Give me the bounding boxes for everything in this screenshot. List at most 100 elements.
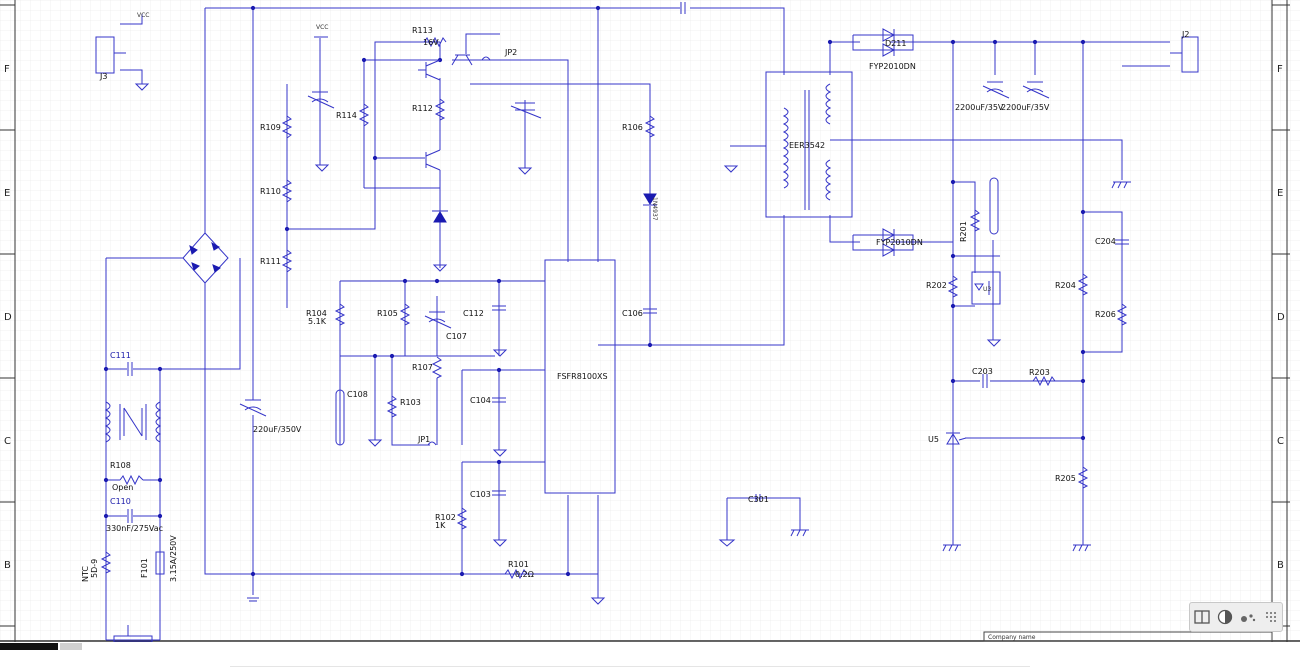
view-options-icon[interactable] xyxy=(1239,608,1257,626)
capacitor-c203[interactable] xyxy=(982,374,988,388)
horizontal-scrollbar-track[interactable] xyxy=(60,643,82,650)
label-f101: F101 xyxy=(140,558,149,578)
label-c204: C204 xyxy=(1095,237,1116,246)
fuse-f101[interactable] xyxy=(155,551,165,575)
capacitor-c106[interactable] xyxy=(643,308,657,314)
resistor-r204[interactable] xyxy=(1077,273,1089,296)
resistor-r106[interactable] xyxy=(644,115,656,138)
resistor-r103[interactable] xyxy=(386,395,398,418)
resistor-r110[interactable] xyxy=(281,179,293,203)
resistor-r205[interactable] xyxy=(1077,466,1089,489)
label-r110: R110 xyxy=(260,187,281,196)
capacitor-c103[interactable] xyxy=(492,490,506,496)
resistor-r107[interactable] xyxy=(431,356,443,379)
capacitor-c104[interactable] xyxy=(492,397,506,403)
label-j3: J3 xyxy=(99,72,107,81)
connector-j2[interactable] xyxy=(1170,36,1199,73)
tl431-u5[interactable] xyxy=(946,432,967,445)
view-toolbar xyxy=(1189,602,1283,632)
resistor-r104[interactable] xyxy=(334,303,346,326)
capacitor-jp2[interactable] xyxy=(510,102,542,119)
capacitor-c101[interactable] xyxy=(239,399,267,417)
resistor-r201[interactable] xyxy=(969,209,981,232)
part-d212: FYP2010DN xyxy=(876,238,923,247)
potentiometer[interactable] xyxy=(989,177,999,235)
label-r105: R105 xyxy=(377,309,398,318)
label-jp1: JP1 xyxy=(417,435,430,444)
diode-d211[interactable] xyxy=(882,28,896,57)
bridge-rectifier[interactable] xyxy=(182,232,229,284)
transistor-q1[interactable] xyxy=(418,59,441,81)
label-r111: R111 xyxy=(260,257,281,266)
frame-row-label: D xyxy=(1277,312,1285,323)
resistor-r105[interactable] xyxy=(399,303,411,326)
capacitor-c204[interactable] xyxy=(1115,239,1129,245)
thermistor-ntc[interactable] xyxy=(100,551,112,574)
value-ntc: 5D-9 xyxy=(90,559,99,578)
status-bar xyxy=(0,642,1300,669)
resistor-r113[interactable] xyxy=(423,36,447,48)
jumper-jp1[interactable] xyxy=(427,441,437,446)
resistor-r203[interactable] xyxy=(1032,375,1056,387)
value-c201: 2200uF/35V xyxy=(955,103,1004,112)
transistor-q3[interactable] xyxy=(451,54,473,66)
label-r101: R101 xyxy=(508,560,529,569)
capacitor-c112[interactable] xyxy=(492,305,506,311)
frame-row-label: D xyxy=(4,312,12,323)
value-r108: Open xyxy=(112,483,133,492)
label-r108: R108 xyxy=(110,461,131,470)
jumper-jp2[interactable] xyxy=(481,56,491,61)
horizontal-scrollbar-thumb[interactable] xyxy=(0,643,58,650)
label-c112: C112 xyxy=(463,309,484,318)
sheet-frame xyxy=(0,0,1300,642)
capacitor-vcc[interactable] xyxy=(307,91,335,109)
resistor-r206[interactable] xyxy=(1116,303,1128,326)
value-f101: 3.15A/250V xyxy=(169,535,178,582)
capacitor-c108[interactable] xyxy=(335,389,345,446)
diode-1n4937[interactable] xyxy=(643,193,657,206)
grid-dots-icon[interactable] xyxy=(1262,608,1280,626)
value-r102: 1K xyxy=(435,521,446,530)
resistor-r101[interactable] xyxy=(504,568,528,580)
frame-row-label: F xyxy=(1277,64,1283,75)
resistor-r109[interactable] xyxy=(281,115,293,139)
value-r104: 5.1K xyxy=(308,317,327,326)
split-view-icon[interactable] xyxy=(1193,608,1211,626)
label-u3: U3 xyxy=(983,286,991,293)
connector-j3[interactable] xyxy=(95,36,126,74)
vcc-label: VCC xyxy=(137,12,149,19)
frame-row-label: E xyxy=(4,188,10,199)
resistor-r202[interactable] xyxy=(947,275,959,298)
frame-row-label: B xyxy=(1277,560,1284,571)
transistor-q2[interactable] xyxy=(425,149,441,171)
capacitor-c301[interactable] xyxy=(755,494,761,502)
label-ntc: NTC xyxy=(81,566,90,582)
frame-row-label: F xyxy=(4,64,10,75)
ic-fsfr8100xs[interactable] xyxy=(544,259,616,494)
resistor-r114[interactable] xyxy=(358,103,370,127)
label-r102: R102 xyxy=(435,513,456,522)
capacitor-c202[interactable] xyxy=(1022,81,1050,99)
resistor-r102[interactable] xyxy=(456,507,468,530)
diode-d212[interactable] xyxy=(882,228,896,257)
zener-diode[interactable] xyxy=(432,210,448,223)
frame-row-label: B xyxy=(4,560,11,571)
capacitor-c110[interactable] xyxy=(127,509,133,523)
label-ic: FSFR8100XS xyxy=(557,372,608,381)
capacitor-top[interactable] xyxy=(680,2,686,14)
optocoupler-u3[interactable] xyxy=(971,271,1001,305)
resistor-r111[interactable] xyxy=(281,249,293,273)
label-d211: D211 xyxy=(885,39,906,48)
label-r107: R107 xyxy=(412,363,433,372)
label-r202: R202 xyxy=(926,281,947,290)
capacitor-c201[interactable] xyxy=(982,81,1010,99)
resistor-r108[interactable] xyxy=(119,474,144,486)
transformer-eer3542[interactable] xyxy=(765,71,853,218)
label-c203: C203 xyxy=(972,367,993,376)
common-mode-choke[interactable] xyxy=(104,401,162,443)
capacitor-c111[interactable] xyxy=(127,362,133,376)
capacitor-c107[interactable] xyxy=(424,311,452,329)
resistor-r112[interactable] xyxy=(434,98,446,121)
theme-toggle-icon[interactable] xyxy=(1216,608,1234,626)
label-j2: J2 xyxy=(1181,30,1189,39)
